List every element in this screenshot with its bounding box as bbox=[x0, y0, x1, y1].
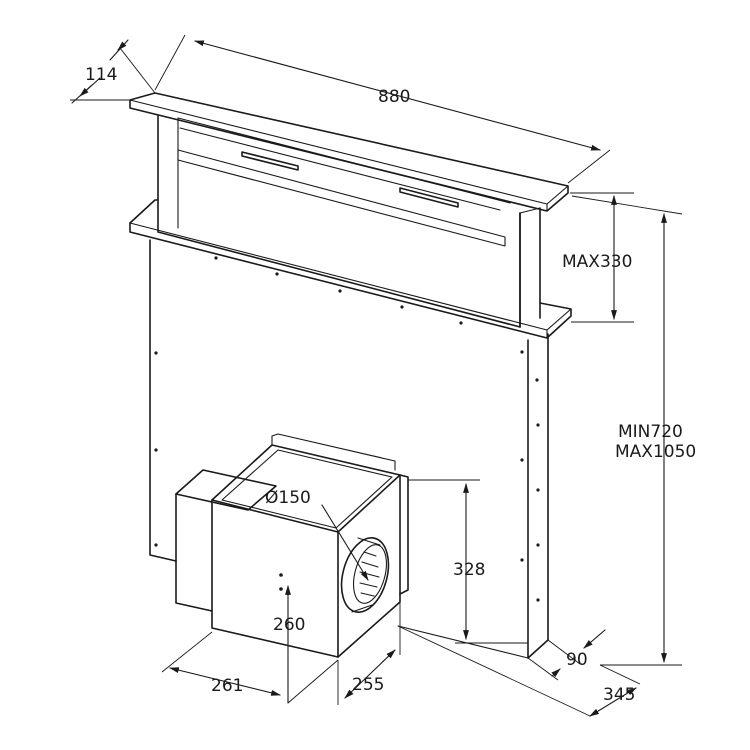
worktop-flange bbox=[129, 199, 572, 339]
label-150: Ø150 bbox=[265, 488, 311, 508]
dim-max330: MAX330 bbox=[562, 192, 634, 323]
label-max330: MAX330 bbox=[562, 252, 632, 272]
dim-261: 261 bbox=[161, 631, 339, 704]
handle-slot-left bbox=[241, 151, 299, 171]
label-880: 880 bbox=[378, 87, 410, 107]
label-114: 114 bbox=[85, 65, 117, 85]
label-261: 261 bbox=[211, 676, 243, 696]
dim-150: Ø150 bbox=[265, 488, 369, 581]
handle-slot-right bbox=[399, 187, 459, 208]
label-345: 345 bbox=[603, 685, 635, 705]
downdraft-hood bbox=[129, 92, 572, 659]
top-cover bbox=[129, 92, 569, 212]
dim-345: 345 bbox=[397, 625, 641, 717]
motor-unit bbox=[175, 433, 409, 658]
dim-328: 328 bbox=[408, 479, 528, 644]
lower-housing bbox=[149, 239, 549, 659]
label-min720: MIN720 bbox=[618, 422, 683, 442]
label-255: 255 bbox=[352, 675, 384, 695]
dim-880: 880 bbox=[154, 34, 611, 184]
label-260: 260 bbox=[273, 615, 305, 635]
dim-total-height: MIN720 MAX1050 bbox=[571, 195, 696, 666]
dim-255: 255 bbox=[337, 602, 401, 705]
dim-260: 260 bbox=[273, 585, 305, 704]
label-max1050: MAX1050 bbox=[615, 442, 696, 462]
outlet-spigot bbox=[340, 537, 390, 613]
dim-114: 114 bbox=[70, 39, 156, 104]
label-328: 328 bbox=[453, 560, 485, 580]
raised-column bbox=[157, 115, 541, 328]
label-90: 90 bbox=[566, 650, 588, 670]
dim-90: 90 bbox=[527, 629, 606, 681]
